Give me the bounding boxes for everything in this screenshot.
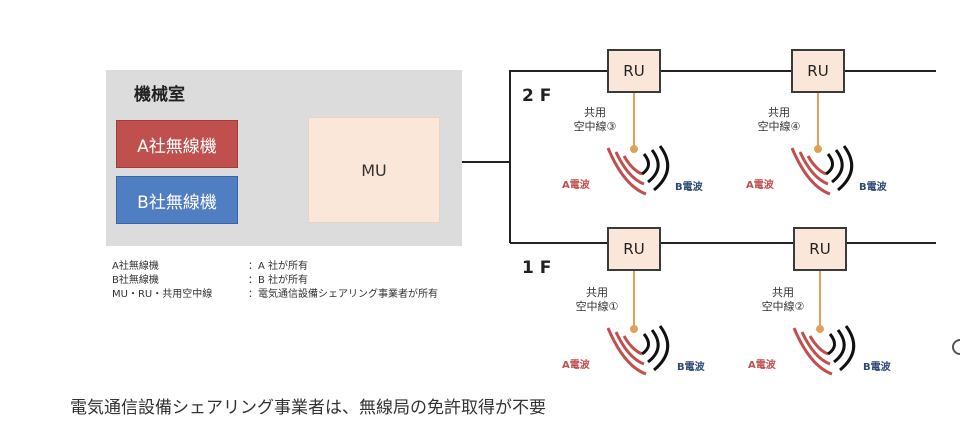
radio-b-box: B社無線機: [116, 176, 238, 224]
radio-a-box: A社無線機: [116, 120, 238, 168]
antenna-label-3-line2: 空中線③: [573, 120, 617, 133]
ru-2f-right: RU: [791, 49, 845, 93]
machine-room: 機械室 A社無線機 B社無線機 MU: [106, 70, 462, 246]
antenna-tip-3: [630, 145, 638, 153]
legend-key: A社無線機: [112, 261, 159, 272]
ru-2f-left: RU: [607, 49, 661, 93]
wave-b-label-1: B電波: [677, 362, 705, 373]
cropped-glyph-icon: [952, 339, 960, 355]
ru-1f-right: RU: [793, 227, 847, 271]
ru-1f-left: RU: [607, 227, 661, 271]
waves-antenna-1: [606, 325, 670, 376]
antenna-label-1: 共用 空中線①: [562, 286, 632, 314]
antenna-label-4: 共用 空中線④: [744, 106, 814, 134]
legend-value: ：A 社が所有: [248, 261, 309, 272]
wave-a-label-1: A電波: [562, 360, 590, 371]
waves-antenna-4: [790, 145, 854, 196]
wave-b-label-2: B電波: [863, 362, 891, 373]
legend-row: MU・RU・共用空中線 ：電気通信設備シェアリング事業者が所有: [112, 288, 438, 302]
wave-b-label-4: B電波: [859, 182, 887, 193]
antenna-label-3-line1: 共用: [584, 106, 606, 119]
antenna-label-2: 共用 空中線②: [748, 286, 818, 314]
floor-label-1f: 1 F: [522, 258, 552, 278]
antenna-label-3: 共用 空中線③: [560, 106, 630, 134]
cropped-edge-fragment: [952, 338, 960, 356]
antenna-tip-2: [816, 325, 824, 333]
wave-a-label-3: A電波: [562, 180, 590, 191]
wave-a-label-2: A電波: [748, 360, 776, 371]
wave-a-label-4: A電波: [746, 180, 774, 191]
legend-key: B社無線機: [112, 275, 159, 286]
mu-box: MU: [308, 117, 440, 223]
antenna-tip-1: [630, 325, 638, 333]
antenna-label-1-line2: 空中線①: [575, 300, 619, 313]
antenna-label-4-line2: 空中線④: [757, 120, 801, 133]
diagram-caption: 電気通信設備シェアリング事業者は、無線局の免許取得が不要: [70, 398, 546, 418]
waves-antenna-3: [606, 145, 670, 196]
antenna-label-4-line1: 共用: [768, 106, 790, 119]
legend-row: A社無線機 ：A 社が所有: [112, 260, 438, 274]
antenna-tip-4: [814, 145, 822, 153]
legend-value: ：電気通信設備シェアリング事業者が所有: [248, 289, 438, 300]
ownership-legend: A社無線機 ：A 社が所有 B社無線機 ：B 社が所有 MU・RU・共用空中線 …: [112, 260, 438, 302]
wave-b-label-3: B電波: [675, 182, 703, 193]
legend-value: ：B 社が所有: [248, 275, 309, 286]
antenna-label-2-line1: 共用: [772, 286, 794, 299]
floor-label-2f: 2 F: [522, 86, 552, 106]
legend-row: B社無線機 ：B 社が所有: [112, 274, 438, 288]
antenna-label-2-line2: 空中線②: [761, 300, 805, 313]
machine-room-title: 機械室: [134, 85, 185, 105]
antenna-label-1-line1: 共用: [586, 286, 608, 299]
legend-key: MU・RU・共用空中線: [112, 289, 213, 300]
waves-antenna-2: [792, 325, 856, 376]
